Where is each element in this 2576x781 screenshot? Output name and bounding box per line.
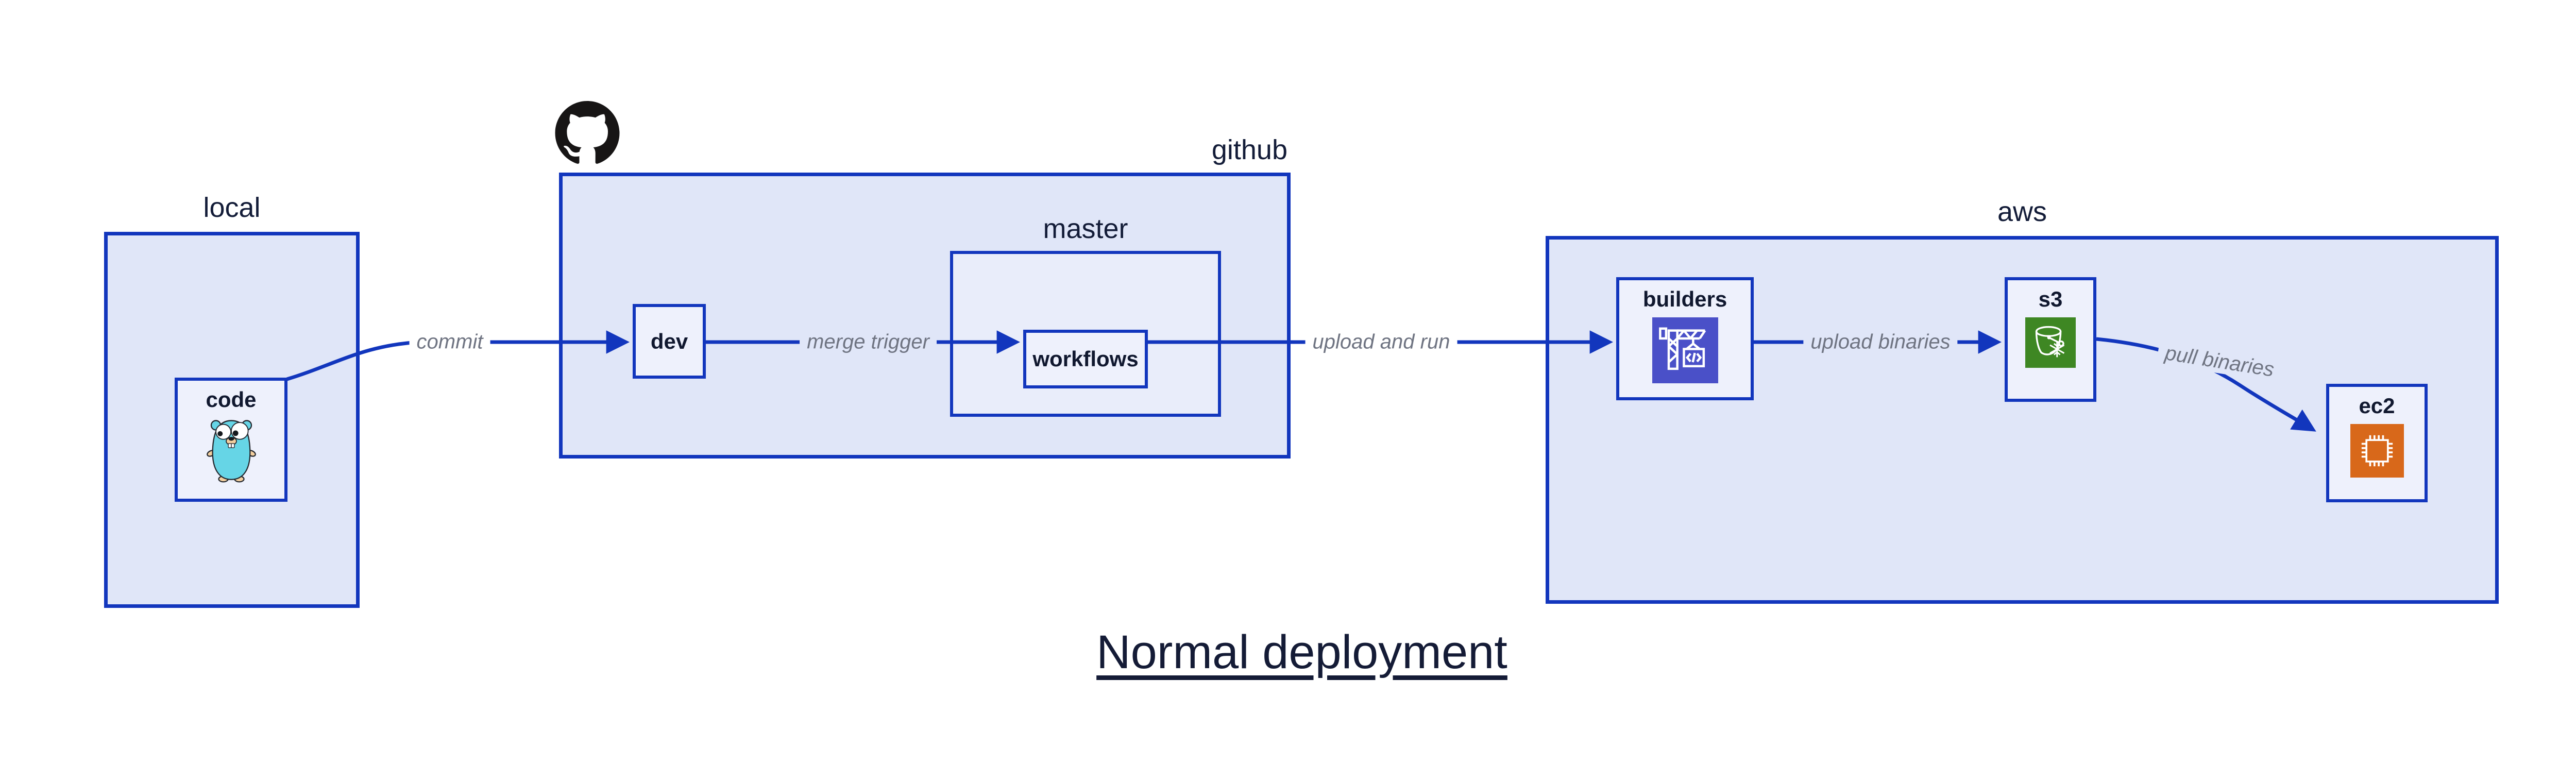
edge-label-upload-and-run: upload and run [1305,330,1458,354]
go-gopher-icon [206,420,256,483]
node-ec2: ec2 [2326,384,2428,502]
edge-label-merge-trigger: merge trigger [800,330,937,354]
github-octocat-icon [555,101,620,164]
edge-label-upload-binaries: upload binaries [1803,330,1958,354]
node-workflows-label: workflows [1032,347,1139,371]
node-dev: dev [633,304,706,379]
group-master-label: master [1043,213,1128,244]
edge-pull-binaries-arrow [2096,337,2316,432]
edge-label-commit: commit [409,330,490,354]
node-dev-label: dev [650,329,688,353]
diagram-title: Normal deployment [1096,626,1507,678]
node-code-label: code [206,387,257,412]
node-ec2-label: ec2 [2359,394,2395,418]
group-github-label: github [1211,134,1287,165]
node-s3-label: s3 [2038,287,2063,311]
group-local-label: local [203,192,261,223]
group-aws-label: aws [1997,196,2047,227]
codebuild-crane-icon [1652,317,1718,383]
s3-bucket-snowflake-icon [2025,317,2076,368]
node-s3: s3 [2005,277,2096,402]
ec2-chip-icon [2350,424,2404,478]
edge-commit-arrow [286,330,630,381]
node-code: code [175,378,287,502]
node-builders-label: builders [1642,287,1727,311]
node-workflows: workflows [1023,330,1148,388]
node-builders: builders [1616,277,1754,400]
